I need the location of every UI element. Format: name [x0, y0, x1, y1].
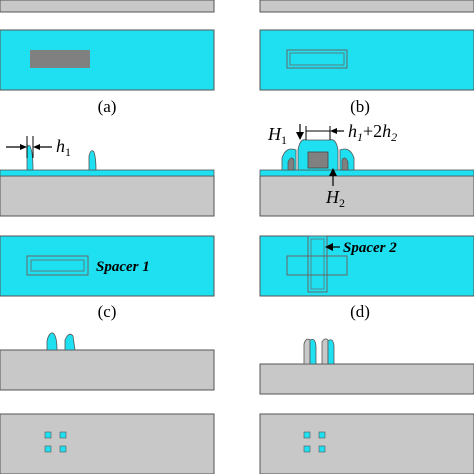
panel-f-left-pillar-cyan	[309, 338, 317, 365]
panel-d-cyan-film	[259, 169, 474, 177]
panel-b-outline-block-inner	[289, 52, 345, 66]
panel-e-dot-3	[44, 445, 52, 453]
panel-f-dot-2	[318, 431, 326, 439]
panel-c-spacer-outline-inner	[30, 259, 85, 272]
panel-f-right-pillar-cyan	[327, 339, 335, 365]
panel-d-spacer-horizontal-outline	[286, 255, 348, 276]
panel-d-topview-cyan-layer	[259, 235, 474, 297]
panel-e-topview-substrate	[0, 413, 215, 474]
panel-c-h1-label: h1	[56, 136, 71, 159]
panel-d-spacer-vertical-inner	[310, 238, 325, 290]
panel-b-topview-cyan-layer	[259, 29, 474, 91]
panel-f-dot-3	[303, 445, 311, 453]
panel-d-label: (d)	[350, 302, 370, 321]
panel-d-left-inner-bump	[287, 157, 295, 171]
panel-e-dot-4	[59, 445, 67, 453]
panel-a-top-substrate	[0, 0, 215, 13]
panel-d-spacer2-pointer-arrowhead	[325, 243, 333, 251]
panel-e-substrate	[0, 349, 215, 391]
panel-c-h1-arrowhead-right	[33, 144, 40, 150]
panel-d-H1-arrowhead	[296, 132, 304, 140]
panel-c-label: (c)	[98, 302, 117, 321]
panel-d-right-inner-bump	[341, 157, 349, 171]
panel-c-topview-cyan-layer	[0, 235, 215, 297]
panel-e-dot-2	[59, 431, 67, 439]
panel-f-dot-4	[318, 445, 326, 453]
panel-f-topview-substrate	[259, 413, 474, 474]
panel-d-sum-arrowhead	[330, 128, 337, 134]
panel-f-dot-1	[303, 431, 311, 439]
panel-d-spacer-vertical-outline	[307, 235, 328, 293]
panel-e-left-pillar	[46, 332, 58, 351]
panel-c-spacer-outline-outer	[26, 255, 89, 276]
panel-d-H2-label: H2	[325, 187, 345, 210]
panel-a-label: (a)	[98, 97, 117, 116]
panel-c-right-spacer-wall	[88, 150, 97, 171]
panel-c-substrate	[0, 175, 215, 217]
panel-d-sum-label: h1+2h2	[348, 121, 397, 144]
panel-e-dot-1	[44, 431, 52, 439]
panel-d-central-gray-block	[307, 151, 329, 169]
panel-c-cyan-film	[0, 169, 215, 177]
panel-d-H2-arrowhead	[329, 168, 337, 176]
panel-e-right-pillar	[64, 333, 76, 351]
panel-c-left-spacer-wall	[26, 145, 34, 171]
panel-a-gray-block	[30, 50, 90, 68]
panel-f-right-pillar-gray	[321, 338, 329, 365]
panel-c-h1-arrowhead-left	[20, 144, 27, 150]
panel-d-substrate	[259, 175, 474, 217]
panel-f-substrate	[259, 363, 474, 395]
panel-b-label: (b)	[350, 97, 370, 116]
panel-d-H1-label: H1	[267, 124, 287, 147]
panel-b-top-substrate	[259, 0, 474, 13]
panel-c-spacer-label: Spacer 1	[96, 259, 150, 275]
panel-d-spacer-label: Spacer 2	[343, 240, 397, 256]
panel-b-outline-block	[286, 49, 348, 69]
panel-f-left-pillar-gray	[303, 338, 311, 365]
